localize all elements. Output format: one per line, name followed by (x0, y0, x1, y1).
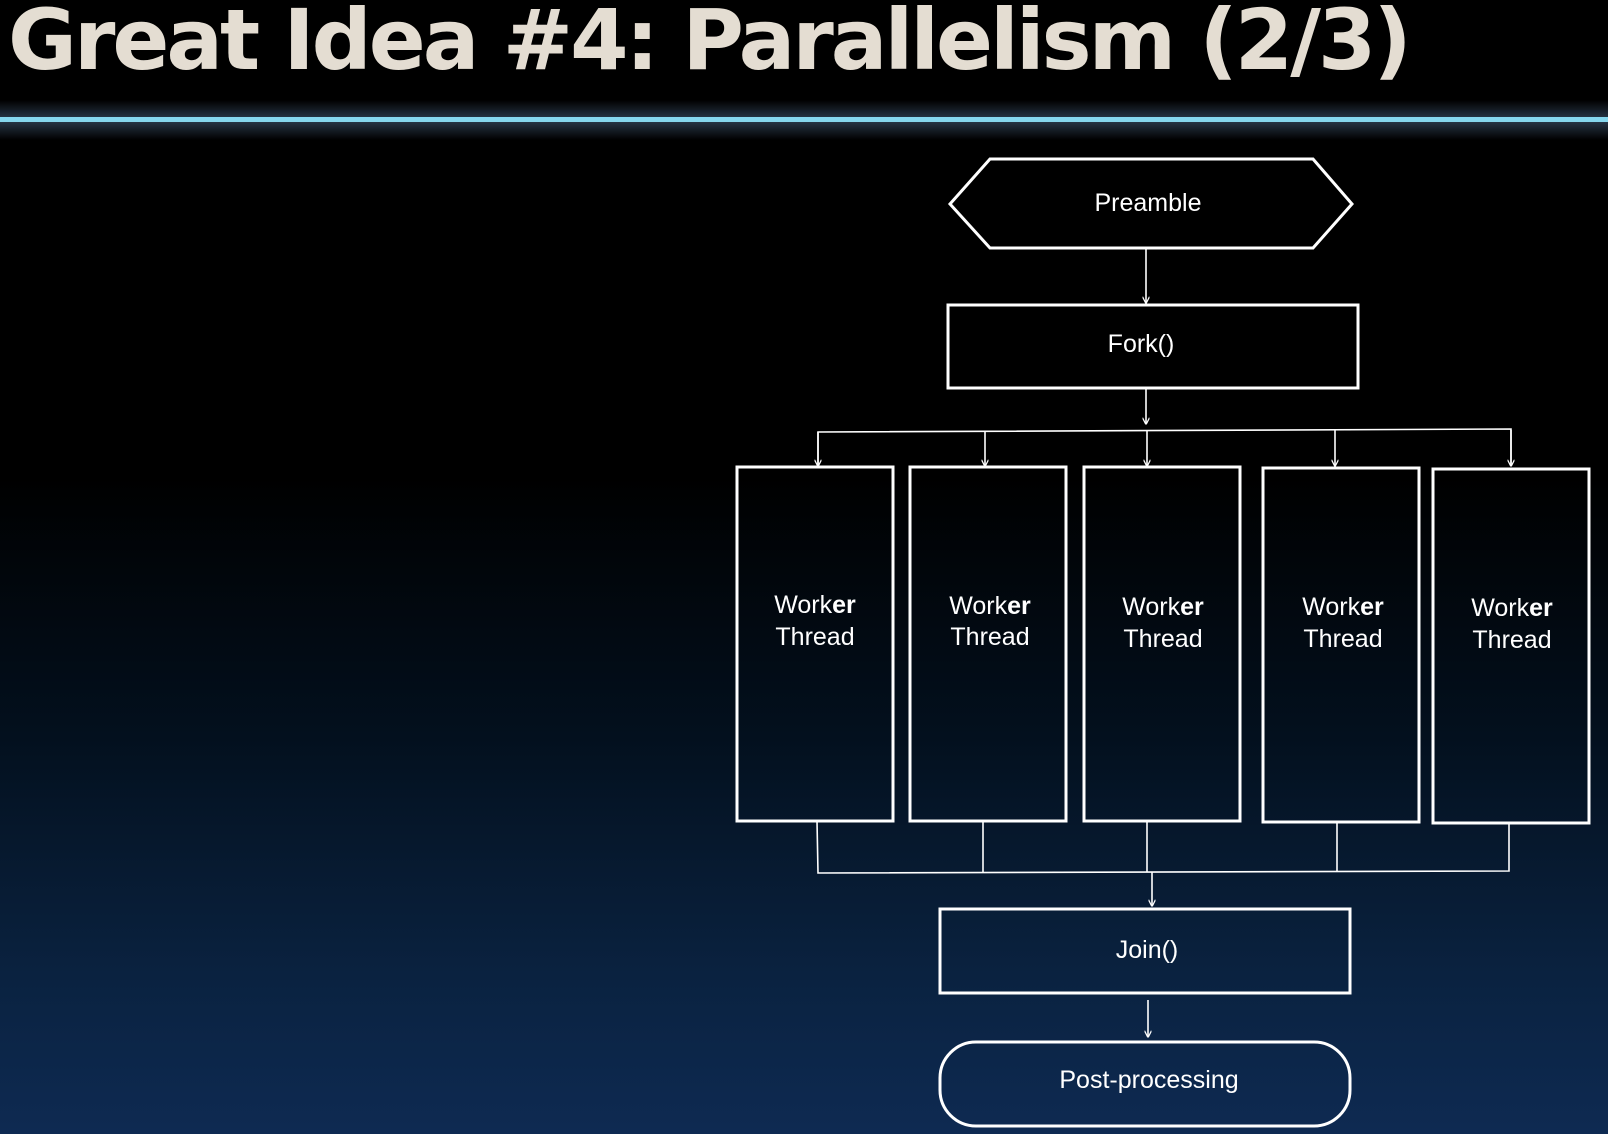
worker-thread-3-line2: Thread (1123, 625, 1202, 653)
preamble-node: Preamble (947, 157, 1354, 250)
worker-thread-3-line1: Worker (1122, 593, 1204, 621)
join-label: Join() (1116, 936, 1179, 964)
fork-label: Fork() (1108, 330, 1175, 358)
slide-title: Great Idea #4: Parallelism (2/3) (8, 0, 1412, 89)
worker-thread-1-line1: Worker (774, 591, 856, 619)
fork-branch-bar (817, 428, 1512, 466)
join-collector-bar (816, 820, 1510, 874)
worker-thread-2-line2: Thread (950, 623, 1029, 651)
preamble-label: Preamble (1095, 189, 1202, 217)
worker-thread-2-line1: Worker (949, 592, 1031, 620)
title-rule (0, 117, 1608, 122)
join-node: Join() (938, 907, 1352, 995)
worker-thread-4: Worker Thread (1261, 466, 1421, 824)
worker-thread-3: Worker Thread (1082, 465, 1242, 823)
fork-node: Fork() (946, 303, 1360, 390)
worker-thread-4-line2: Thread (1303, 625, 1382, 653)
worker-thread-1: Worker Thread (735, 465, 895, 823)
post-processing-node: Post-processing (938, 1040, 1352, 1128)
worker-thread-2: Worker Thread (908, 465, 1068, 823)
post-processing-label: Post-processing (1059, 1066, 1238, 1094)
worker-thread-5-line2: Thread (1472, 626, 1551, 654)
worker-thread-1-line2: Thread (775, 623, 854, 651)
worker-thread-4-line1: Worker (1302, 593, 1384, 621)
worker-thread-5-line1: Worker (1471, 594, 1553, 622)
worker-thread-5: Worker Thread (1431, 467, 1591, 825)
